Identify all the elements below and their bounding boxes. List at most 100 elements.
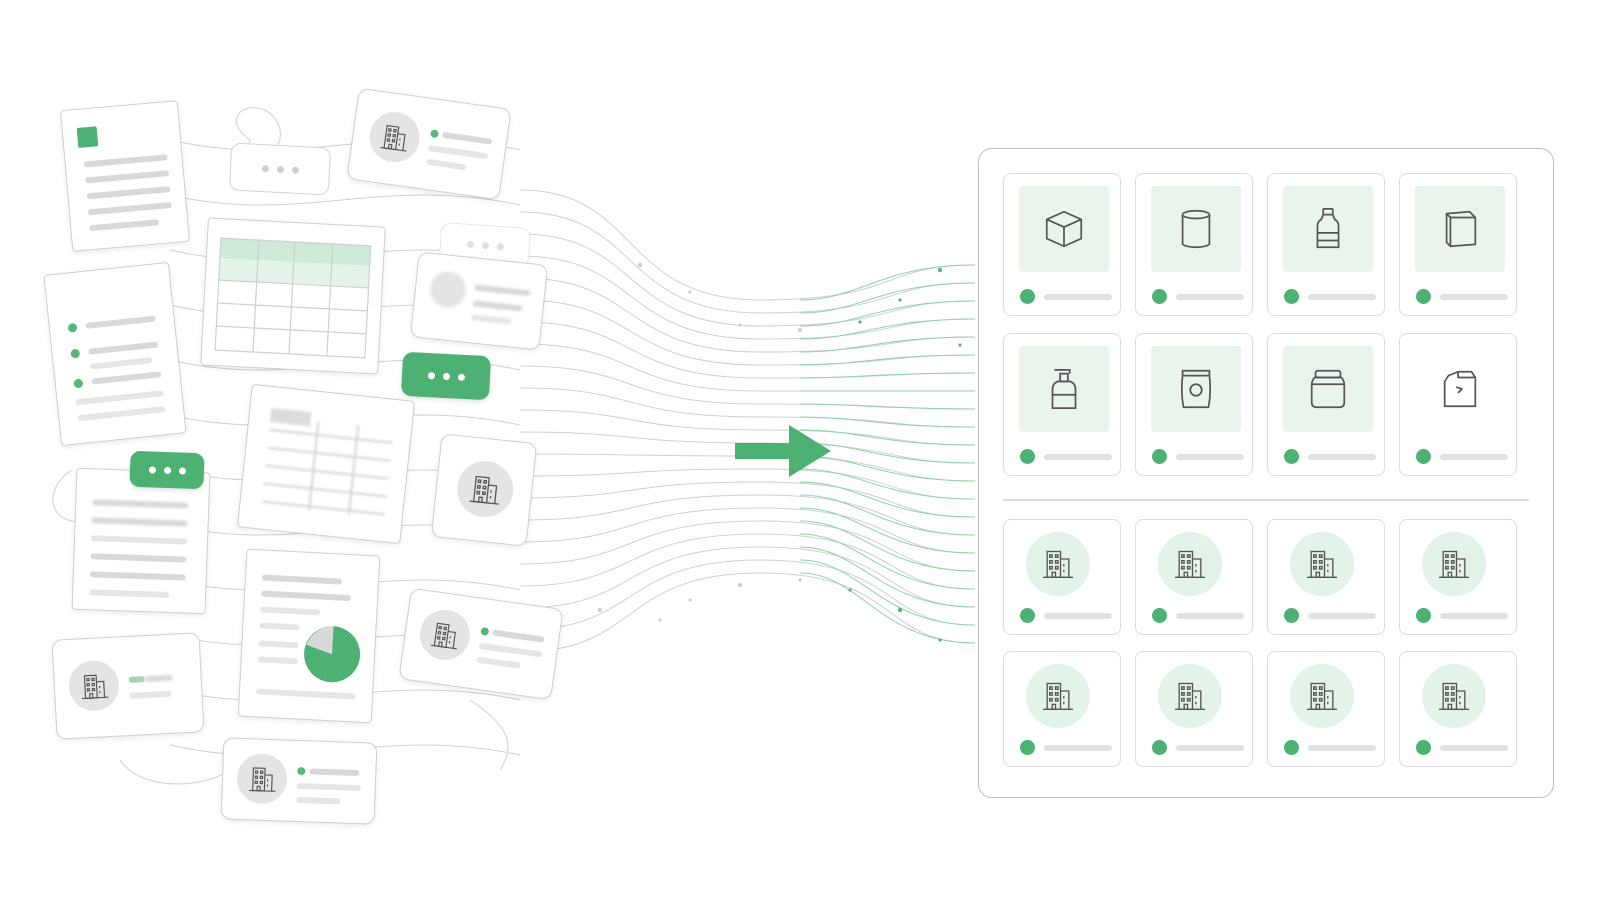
tile-label-placeholder xyxy=(1308,745,1376,751)
particle xyxy=(897,607,903,613)
particle xyxy=(858,320,862,324)
flow-line xyxy=(519,572,976,653)
company-tile[interactable] xyxy=(1267,519,1385,635)
flow-line xyxy=(519,211,976,314)
chart-document-card xyxy=(237,548,381,724)
pump-bottle-icon xyxy=(1019,346,1109,432)
flow-line xyxy=(799,336,976,353)
section-divider xyxy=(1003,499,1529,501)
flow-line xyxy=(799,264,976,301)
status-dot xyxy=(1020,289,1035,304)
chat-bubble xyxy=(129,450,205,490)
status-dot xyxy=(1284,608,1299,623)
building-icon xyxy=(1158,664,1222,728)
product-tile[interactable] xyxy=(1399,173,1517,316)
tile-label-placeholder xyxy=(1308,613,1376,619)
flow-line xyxy=(799,282,976,314)
flow-line xyxy=(519,233,976,327)
company-tile[interactable] xyxy=(1003,519,1121,635)
company-tile[interactable] xyxy=(1399,519,1517,635)
tile-label-placeholder xyxy=(1440,454,1508,460)
ellipsis-icon xyxy=(261,164,269,172)
flow-line xyxy=(799,403,976,410)
flow-line xyxy=(799,533,976,590)
particle xyxy=(688,598,692,602)
building-icon xyxy=(1026,532,1090,596)
particle xyxy=(898,298,902,302)
building-icon xyxy=(1422,664,1486,728)
loop-doodle xyxy=(469,699,509,771)
document-card xyxy=(60,100,190,252)
flow-line xyxy=(799,372,976,379)
company-tile[interactable] xyxy=(1135,651,1253,767)
flow-line xyxy=(799,442,976,464)
table-icon xyxy=(261,408,393,516)
particle xyxy=(658,618,662,622)
company-card xyxy=(51,632,205,740)
status-dot xyxy=(1284,289,1299,304)
status-dot xyxy=(1416,449,1431,464)
flow-line xyxy=(519,533,976,590)
status-dot xyxy=(1020,449,1035,464)
company-tile[interactable] xyxy=(1003,651,1121,767)
product-tile[interactable] xyxy=(1135,173,1253,316)
flow-line xyxy=(519,481,976,518)
bottle-icon xyxy=(1283,186,1373,272)
company-tile[interactable] xyxy=(1135,519,1253,635)
product-tile[interactable] xyxy=(1003,173,1121,316)
tile-label-placeholder xyxy=(1176,294,1244,300)
flow-line xyxy=(519,409,976,446)
structured-catalog-panel xyxy=(978,148,1554,798)
tile-label-placeholder xyxy=(1176,454,1244,460)
particle xyxy=(798,578,802,582)
status-dot xyxy=(1284,740,1299,755)
pie-chart-icon xyxy=(304,626,361,683)
status-dot xyxy=(1284,449,1299,464)
flow-line xyxy=(519,255,976,340)
status-dot xyxy=(1416,608,1431,623)
particle xyxy=(848,588,852,592)
building-icon xyxy=(67,659,121,713)
tile-label-placeholder xyxy=(1308,454,1376,460)
jar-icon xyxy=(1283,346,1373,432)
table-icon xyxy=(214,237,372,359)
flow-line xyxy=(799,354,976,366)
building-icon xyxy=(1290,532,1354,596)
particle xyxy=(937,267,943,273)
building-icon xyxy=(454,458,516,520)
particle xyxy=(737,582,743,588)
document-card xyxy=(71,467,211,615)
product-tile[interactable] xyxy=(1135,333,1253,476)
flow-line xyxy=(799,468,976,500)
company-card xyxy=(346,87,512,201)
building-icon xyxy=(1290,664,1354,728)
flow-line xyxy=(519,520,976,572)
flow-line xyxy=(799,318,976,340)
flow-line xyxy=(519,321,976,379)
spreadsheet-card xyxy=(200,217,386,375)
particle xyxy=(688,290,692,294)
flow-line xyxy=(169,194,521,206)
product-tile[interactable] xyxy=(1267,333,1385,476)
company-tile[interactable] xyxy=(1267,651,1385,767)
product-tile[interactable] xyxy=(1267,173,1385,316)
flow-line xyxy=(519,299,976,366)
company-card xyxy=(398,587,564,701)
product-tile[interactable] xyxy=(1003,333,1121,476)
tile-label-placeholder xyxy=(1440,745,1508,751)
particle xyxy=(958,343,962,347)
flow-line xyxy=(519,546,976,609)
flow-line xyxy=(799,481,976,518)
company-card xyxy=(220,737,378,825)
product-tile[interactable] xyxy=(1399,333,1517,476)
flow-line xyxy=(519,494,976,536)
flow-line xyxy=(799,520,976,572)
spreadsheet-card xyxy=(236,383,416,545)
ellipsis-icon xyxy=(466,240,474,248)
flow-line xyxy=(799,546,976,608)
flow-line xyxy=(519,189,976,301)
pouch-icon xyxy=(1151,346,1241,432)
flow-line xyxy=(519,559,976,631)
company-tile[interactable] xyxy=(1399,651,1517,767)
